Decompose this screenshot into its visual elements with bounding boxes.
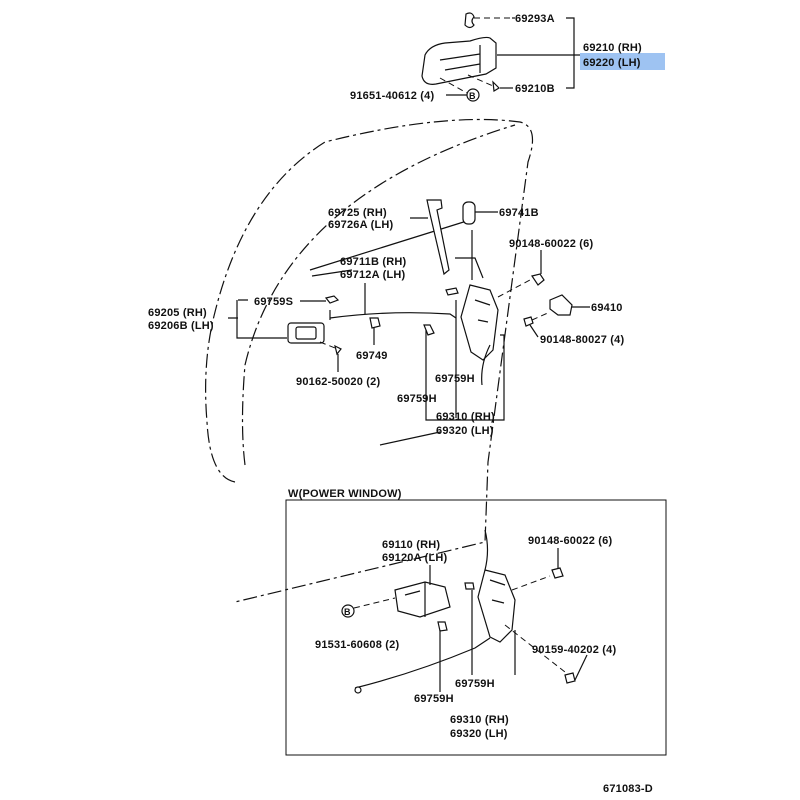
label-69711B: 69711B (RH) bbox=[340, 256, 407, 268]
inset-label-69110: 69110 (RH) bbox=[382, 539, 440, 551]
label-69320: 69320 (LH) bbox=[436, 425, 494, 437]
selected-part-highlight bbox=[580, 53, 665, 70]
label-69293A: 69293A bbox=[515, 13, 555, 25]
label-90148-80027: 90148-80027 (4) bbox=[540, 334, 624, 346]
label-69210B: 69210B bbox=[515, 83, 555, 95]
label-69205: 69205 (RH) bbox=[148, 307, 207, 319]
inset-door-lock bbox=[477, 569, 516, 643]
label-69206B: 69206B (LH) bbox=[148, 320, 214, 332]
label-69210: 69210 (RH) bbox=[583, 42, 642, 54]
inset-label-90148-60022: 90148-60022 (6) bbox=[528, 535, 612, 547]
clip-part bbox=[464, 12, 475, 29]
door-outline bbox=[205, 118, 534, 603]
label-69726A: 69726A (LH) bbox=[328, 219, 394, 231]
label-69220: 69220 (LH) bbox=[583, 57, 641, 69]
label-69310: 69310 (RH) bbox=[436, 411, 495, 423]
inset-label-91531: 91531-60608 (2) bbox=[315, 639, 399, 651]
power-window-inset-frame bbox=[285, 499, 667, 756]
69741B-part bbox=[462, 201, 476, 225]
label-69741B: 69741B bbox=[499, 207, 539, 219]
door-lock-part bbox=[460, 284, 499, 361]
inset-callout-b: B bbox=[344, 607, 351, 617]
label-69749: 69749 bbox=[356, 350, 388, 362]
power-lock-actuator bbox=[394, 581, 451, 618]
inset-label-69120A: 69120A (LH) bbox=[382, 552, 448, 564]
label-69759H-b: 69759H bbox=[397, 393, 437, 405]
69410-part bbox=[549, 294, 573, 316]
label-90148-60022: 90148-60022 (6) bbox=[509, 238, 593, 250]
label-69712A: 69712A (LH) bbox=[340, 269, 406, 281]
inset-label-69320: 69320 (LH) bbox=[450, 728, 508, 740]
inset-label-69759H-a: 69759H bbox=[455, 678, 495, 690]
drawing-number: 671083-D bbox=[603, 783, 653, 795]
label-69410: 69410 bbox=[591, 302, 623, 314]
rear-channel-part bbox=[426, 199, 450, 276]
outside-handle-group bbox=[421, 12, 580, 102]
label-91651: 91651-40612 (4) bbox=[350, 90, 434, 102]
69749-part bbox=[369, 317, 381, 329]
outside-handle-part bbox=[421, 36, 497, 85]
inset-label-90159: 90159-40202 (4) bbox=[532, 644, 616, 656]
callout-b: B bbox=[469, 91, 476, 101]
label-90162-50020: 90162-50020 (2) bbox=[296, 376, 380, 388]
inset-callout-b-circle bbox=[341, 604, 355, 618]
69759S-part bbox=[324, 295, 340, 304]
inset-label-69310: 69310 (RH) bbox=[450, 714, 509, 726]
label-69759H-a: 69759H bbox=[435, 373, 475, 385]
label-69725: 69725 (RH) bbox=[328, 207, 387, 219]
inset-title: W(POWER WINDOW) bbox=[288, 488, 402, 500]
label-69759S: 69759S bbox=[254, 296, 293, 308]
inside-handle-part bbox=[287, 322, 325, 344]
inset-label-69759H-b: 69759H bbox=[414, 693, 454, 705]
